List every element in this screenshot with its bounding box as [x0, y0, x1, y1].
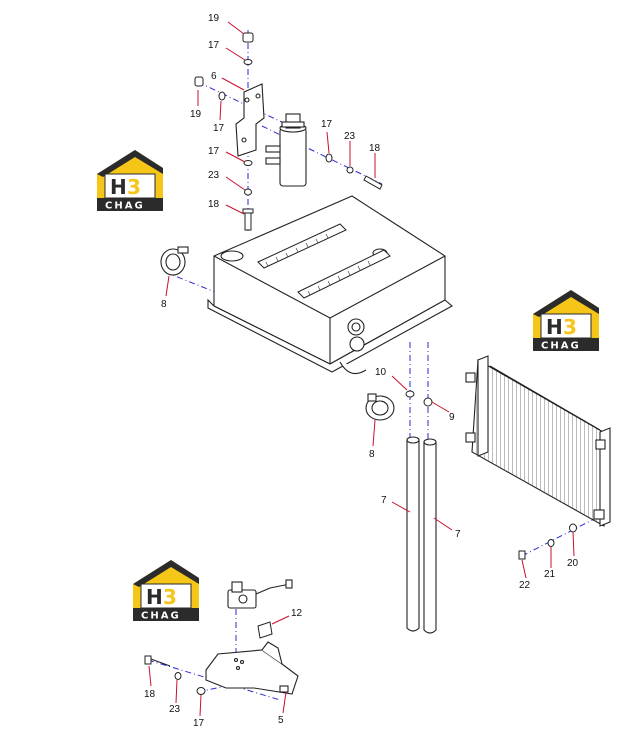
upper-bracket-part-6 — [235, 83, 265, 157]
callout-18-right: 18 — [369, 143, 381, 154]
callout-9: 9 — [449, 412, 455, 423]
callout-7-left: 7 — [381, 495, 387, 506]
hvac-vent-slots — [257, 223, 391, 299]
callout-19-top: 19 — [208, 13, 220, 24]
callout-12: 12 — [291, 608, 303, 619]
svg-text:H: H — [146, 585, 163, 609]
receiver-drier — [265, 113, 307, 187]
bolt-nut-stack-upper — [194, 32, 254, 231]
callout-23-lower: 23 — [169, 704, 181, 715]
svg-text:CHAG: CHAG — [105, 201, 145, 212]
callout-17-top: 17 — [208, 40, 220, 51]
callout-labels: 19 17 6 19 17 17 23 18 17 23 18 8 8 10 9… — [144, 13, 579, 729]
callout-22: 22 — [519, 580, 531, 591]
callout-8-right: 8 — [369, 449, 375, 460]
callout-17-lower: 17 — [193, 718, 205, 729]
leader-lines — [148, 21, 575, 717]
callout-23-right: 23 — [344, 131, 356, 142]
watermark-logo-1: H 3 CHAG — [97, 150, 163, 212]
callout-17-mid: 17 — [208, 146, 220, 157]
callout-23-mid: 23 — [208, 170, 220, 181]
condenser — [465, 355, 611, 527]
drain-hoses-7 — [406, 436, 437, 634]
callout-17-right: 17 — [321, 119, 333, 130]
callout-7-right: 7 — [455, 529, 461, 540]
bolt-nut-stack-right — [325, 153, 383, 190]
callout-5: 5 — [278, 715, 284, 726]
bolt-nut-stack-condenser — [518, 523, 577, 560]
callout-18-mid: 18 — [208, 199, 220, 210]
callout-10: 10 — [375, 367, 387, 378]
watermark-logo-2: H 3 CHAG — [533, 290, 599, 352]
hose-clamp-right — [365, 393, 395, 421]
bolt-nut-stack-lower — [144, 655, 206, 695]
callout-21: 21 — [544, 569, 556, 580]
callout-18-lower: 18 — [144, 689, 156, 700]
callout-6: 6 — [211, 71, 217, 82]
callout-8-left: 8 — [161, 299, 167, 310]
lower-bracket-part-5 — [205, 641, 299, 695]
svg-text:3: 3 — [563, 315, 577, 339]
svg-text:3: 3 — [163, 585, 177, 609]
svg-text:H: H — [110, 175, 127, 199]
hose-clamp-left — [160, 246, 189, 276]
callout-20: 20 — [567, 558, 579, 569]
svg-text:H: H — [546, 315, 563, 339]
watermark-logo-3: H 3 CHAG — [133, 560, 199, 622]
callout-19-left: 19 — [190, 109, 202, 120]
svg-text:CHAG: CHAG — [541, 341, 581, 352]
expansion-valve — [227, 579, 293, 609]
fitting-12 — [257, 621, 273, 639]
callout-17-left: 17 — [213, 123, 225, 134]
svg-text:3: 3 — [127, 175, 141, 199]
svg-text:CHAG: CHAG — [141, 611, 181, 622]
